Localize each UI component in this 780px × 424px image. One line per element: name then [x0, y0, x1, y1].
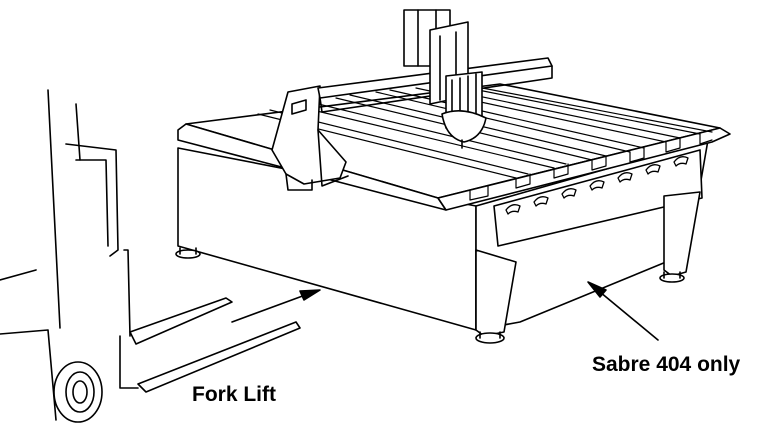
- clamp-slots: [505, 156, 689, 215]
- fork-lift: [0, 89, 301, 423]
- gantry-left-bracket: [271, 85, 347, 185]
- spindle-assembly: [403, 9, 487, 149]
- front-right-leg: [663, 191, 701, 277]
- leveling-feet: [175, 247, 685, 344]
- forklift-wheel: [53, 361, 103, 423]
- fork-lift-label: Fork Lift: [192, 383, 276, 406]
- cnc-router-table: [175, 9, 731, 344]
- fork-lower: [137, 321, 301, 393]
- side-apron: [493, 149, 703, 247]
- forklift-arrow: [231, 289, 321, 323]
- sabre-404-only-label: Sabre 404 only: [592, 353, 741, 376]
- sabre-arrow: [587, 281, 659, 341]
- fork-upper: [129, 297, 233, 345]
